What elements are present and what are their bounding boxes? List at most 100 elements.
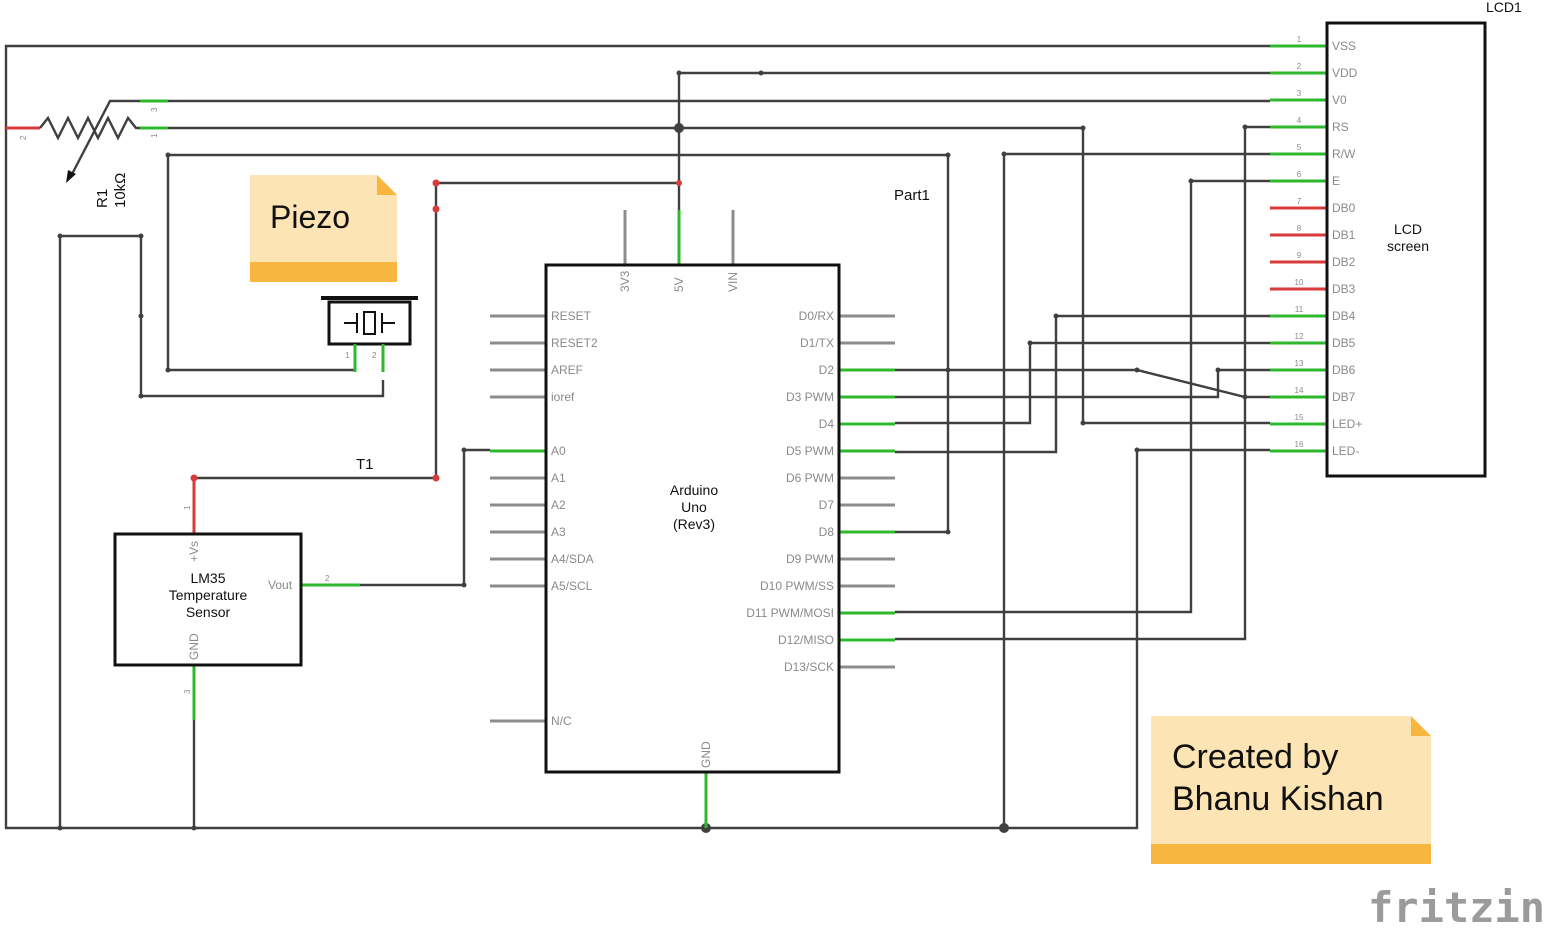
lm35-sensor[interactable]: T1 LM35 Temperature Sensor +Vs GND Vout …: [113, 456, 374, 720]
wire-d5-db4[interactable]: [895, 314, 1270, 454]
arduino-pin-label: A1: [551, 471, 566, 485]
lm35-title-1: LM35: [190, 570, 225, 586]
lm35-title-2: Temperature: [169, 587, 248, 603]
lcd-pin-label: RS: [1332, 120, 1349, 134]
lcd-pin-label: R/W: [1332, 147, 1356, 161]
arduino-pin-label: D2: [819, 363, 835, 377]
arduino-pin-label: AREF: [551, 363, 583, 377]
lcd-pin-label: VDD: [1332, 66, 1358, 80]
lcd-title-1: LCD: [1394, 221, 1422, 237]
wire-vdd-5v[interactable]: [677, 71, 1270, 210]
lm35-pin-vs: +Vs: [187, 541, 201, 562]
arduino-pin-label: D3 PWM: [786, 390, 834, 404]
arduino-pin-label: A4/SDA: [551, 552, 594, 566]
pot-pin-num-3: 3: [150, 107, 159, 112]
arduino-pin-label: D10 PWM/SS: [760, 579, 834, 593]
arduino-pin-label: D9 PWM: [786, 552, 834, 566]
arduino-pin-label: D7: [819, 498, 835, 512]
lcd-pin-number: 16: [1295, 440, 1304, 449]
arduino-pin-label: D1/TX: [800, 336, 834, 350]
arduino-pin-label: D8: [819, 525, 835, 539]
lcd-pin-number: 4: [1297, 116, 1302, 125]
wire-d4-db5[interactable]: [895, 341, 1270, 425]
arduino-pin-label: 3V3: [618, 270, 632, 292]
wire-d11-e[interactable]: [895, 179, 1270, 614]
note-credit-line2: Bhanu Kishan: [1172, 780, 1384, 818]
lcd-pin-number: 14: [1295, 386, 1304, 395]
junctions: [57, 70, 1248, 833]
lcd-pin-label: DB4: [1332, 309, 1356, 323]
note-piezo: Piezo: [250, 175, 397, 282]
wire-vout-a0[interactable]: [360, 448, 490, 587]
lcd-pin-number: 8: [1297, 224, 1302, 233]
arduino-pin-label: A2: [551, 498, 566, 512]
lcd-pin-number: 9: [1297, 251, 1302, 260]
note-credit: Created by Bhanu Kishan: [1151, 716, 1431, 864]
lcd-pin-label: LED+: [1332, 417, 1362, 431]
pot-pin-num-1: 1: [150, 133, 159, 138]
arduino-pin-label: ioref: [551, 390, 575, 404]
arduino-pin-label: D6 PWM: [786, 471, 834, 485]
lcd-pin-label: DB6: [1332, 363, 1356, 377]
wire-piezo-d8[interactable]: [166, 153, 950, 534]
arduino-pin-label: D11 PWM/MOSI: [746, 606, 834, 620]
note-credit-line1: Created by: [1172, 738, 1338, 776]
piezo-pin-num-1: 1: [345, 351, 350, 360]
potentiometer-r1[interactable]: 2 3 1 R1 10kΩ: [6, 99, 168, 208]
arduino-title-1: Arduino: [670, 482, 718, 498]
arduino-pin-label: D13/SCK: [784, 660, 834, 674]
pot-pin-num-2: 2: [19, 135, 28, 140]
lm35-pin-gnd: GND: [187, 633, 201, 660]
lcd-pin-label: DB2: [1332, 255, 1356, 269]
piezo-buzzer[interactable]: 1 2: [321, 296, 418, 372]
lm35-title-3: Sensor: [186, 604, 231, 620]
lcd-pin-number: 11: [1295, 305, 1304, 314]
arduino-ref: Part1: [894, 187, 930, 204]
arduino-pin-label: D0/RX: [799, 309, 834, 323]
arduino-pin-label: VIN: [726, 272, 740, 292]
pot-value: 10kΩ: [112, 173, 129, 208]
lcd-pin-number: 7: [1297, 197, 1302, 206]
arduino-pin-label: 5V: [672, 277, 686, 292]
arduino-pin-label: GND: [699, 741, 713, 768]
arduino-pin-label: D4: [819, 417, 835, 431]
lcd-pin-number: 5: [1297, 143, 1302, 152]
arduino-pin-label: RESET: [551, 309, 592, 323]
lm35-ref: T1: [356, 456, 374, 473]
lm35-pin-num-3: 3: [183, 689, 192, 694]
lcd-pin-label: E: [1332, 174, 1340, 188]
piezo-pin-num-2: 2: [372, 351, 377, 360]
wire-pot-5v-led[interactable]: [168, 126, 1270, 425]
pot-ref: R1: [94, 189, 111, 208]
arduino-pins: [490, 210, 895, 828]
fritzing-logo: fritzing: [1368, 883, 1545, 932]
arduino-pin-label: A5/SCL: [551, 579, 593, 593]
lcd-pin-label: DB3: [1332, 282, 1356, 296]
wire-d12-rs[interactable]: [895, 125, 1270, 641]
lcd-pin-number: 12: [1295, 332, 1304, 341]
lcd-pin-number: 1: [1297, 35, 1302, 44]
arduino-pin-labels: RESETRESET2AREFiorefA0A1A2A3A4/SDAA5/SCL…: [551, 270, 834, 768]
wire-5v-piezo[interactable]: [194, 181, 679, 480]
lcd-pin-label: V0: [1332, 93, 1347, 107]
lm35-pin-vout: Vout: [268, 578, 293, 592]
arduino-pin-label: D12/MISO: [778, 633, 834, 647]
arduino-pin-label: RESET2: [551, 336, 598, 350]
wire-vss-ground[interactable]: [4, 44, 1270, 830]
lcd-ref: LCD1: [1486, 0, 1522, 15]
arduino-title-2: Uno: [681, 499, 707, 515]
lcd-pin-number: 6: [1297, 170, 1302, 179]
lcd-pin-number: 15: [1295, 413, 1304, 422]
lm35-pin-num-2: 2: [325, 574, 330, 583]
arduino-uno[interactable]: Part1 Arduino Uno (Rev3) RESET RESET2AREF…: [490, 187, 930, 828]
lcd-pin-number: 2: [1297, 62, 1302, 71]
lcd-pin-label: LED-: [1332, 444, 1359, 458]
arduino-pin-label: A3: [551, 525, 566, 539]
lcd-pin-label: DB1: [1332, 228, 1356, 242]
lcd-pin-number: 3: [1297, 89, 1302, 98]
arduino-pin-label: D5 PWM: [786, 444, 834, 458]
arduino-title-3: (Rev3): [673, 516, 715, 532]
